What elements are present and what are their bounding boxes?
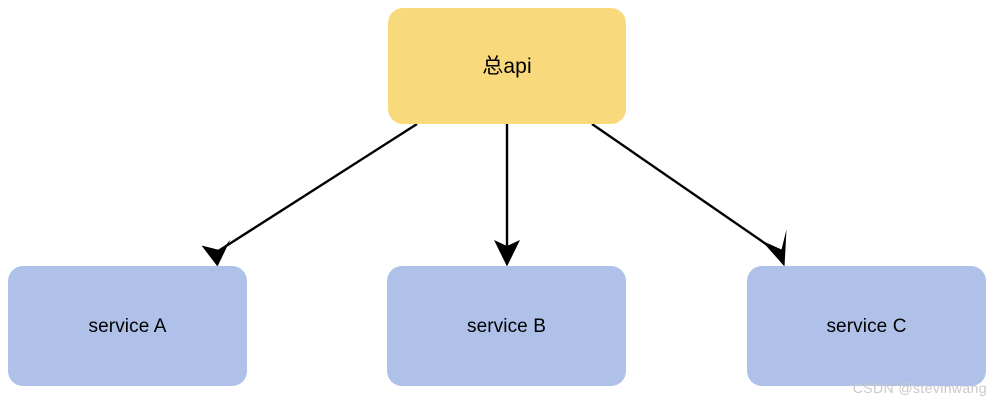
node-root-label: 总api [482, 54, 532, 78]
edge-root-to-service-b [494, 124, 520, 267]
node-service-b[interactable]: service B [387, 266, 626, 386]
edge-root-to-service-c [591, 123, 787, 267]
edge-root-to-service-a [201, 122, 418, 267]
node-service-a-label: service A [88, 315, 167, 337]
node-service-b-label: service B [466, 315, 547, 337]
node-service-a[interactable]: service A [8, 266, 247, 386]
node-service-c-label: service C [826, 315, 907, 337]
node-service-c[interactable]: service C [747, 266, 986, 386]
node-root-api[interactable]: 总api [388, 8, 626, 124]
watermark: CSDN @stevinwang [852, 380, 987, 396]
